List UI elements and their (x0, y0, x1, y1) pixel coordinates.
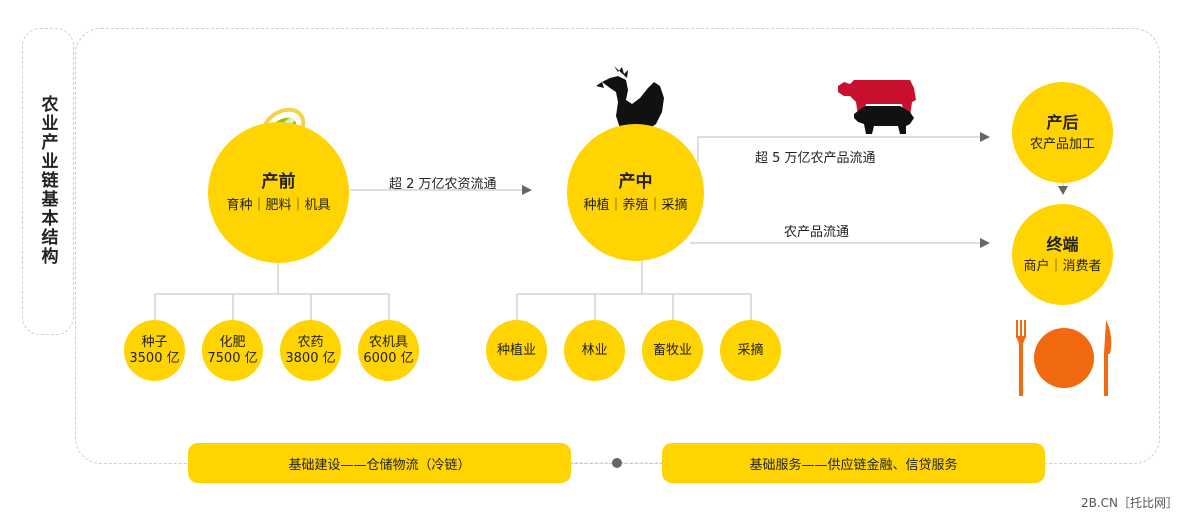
stage-pre-subtitle: 育种｜肥料｜机具 (226, 197, 331, 213)
pre-child-value: 7500 亿 (207, 350, 258, 366)
pre-child-name: 化肥 (219, 334, 246, 350)
stage-terminal-subtitle: 商户｜消费者 (1023, 259, 1102, 274)
mid-child-circle: 采摘 (720, 320, 781, 381)
pre-child-circle: 农药 3800 亿 (280, 320, 341, 381)
stage-mid-subtitle: 种植｜养殖｜采摘 (583, 197, 688, 213)
mid-child-circle: 畜牧业 (642, 320, 703, 381)
stage-post-circle: 产后 农产品加工 (1012, 82, 1113, 183)
cow-icon (838, 80, 916, 116)
pre-child-name: 种子 (141, 334, 168, 350)
pre-child-circle: 农机具 6000 亿 (358, 320, 419, 381)
mid-child-label: 采摘 (737, 342, 764, 358)
arrowhead-mid-terminal (980, 238, 990, 248)
mid-to-post-line (697, 136, 986, 162)
pre-child-circle: 种子 3500 亿 (124, 320, 185, 381)
plate-cutlery-icon (1016, 320, 1112, 396)
mid-child-label: 种植业 (496, 342, 536, 358)
infrastructure-pill: 基础建设——仓储物流（冷链） (188, 443, 571, 483)
stage-mid-circle: 产中 种植｜养殖｜采摘 (567, 124, 704, 261)
flow-label-pre-mid: 超 2 万亿农资流通 (389, 177, 497, 192)
flow-label-mid-terminal: 农产品流通 (784, 225, 850, 240)
pig-icon (854, 106, 914, 134)
stage-terminal-title: 终端 (1046, 235, 1079, 254)
mid-child-circle: 种植业 (486, 320, 547, 381)
arrowhead-pre-mid (522, 185, 532, 195)
pre-child-name: 农药 (297, 334, 324, 350)
services-pill: 基础服务——供应链金融、信贷服务 (662, 443, 1045, 483)
pre-child-value: 3800 亿 (285, 350, 336, 366)
watermark: 2B.CN［托比网］ (1076, 493, 1182, 512)
mid-child-label: 林业 (581, 342, 608, 358)
arrowhead-post-terminal (1058, 186, 1068, 195)
pre-child-name: 农机具 (368, 334, 408, 350)
flow-label-mid-post: 超 5 万亿农产品流通 (755, 151, 876, 166)
side-title-frame (22, 28, 74, 335)
pre-child-value: 3500 亿 (129, 350, 180, 366)
pre-child-circle: 化肥 7500 亿 (202, 320, 263, 381)
pre-child-value: 6000 亿 (363, 350, 414, 366)
stage-pre-title: 产前 (261, 171, 296, 192)
arrowhead-mid-post (980, 132, 990, 142)
mid-child-circle: 林业 (564, 320, 625, 381)
side-title: 农业产业链基本结构 (37, 95, 58, 266)
stage-pre-circle: 产前 育种｜肥料｜机具 (208, 122, 349, 263)
stage-terminal-circle: 终端 商户｜消费者 (1012, 204, 1113, 305)
stage-post-title: 产后 (1046, 113, 1079, 132)
stage-post-subtitle: 农产品加工 (1029, 137, 1095, 152)
center-dot (612, 458, 622, 468)
stage-mid-title: 产中 (618, 171, 653, 192)
mid-child-label: 畜牧业 (652, 342, 692, 358)
